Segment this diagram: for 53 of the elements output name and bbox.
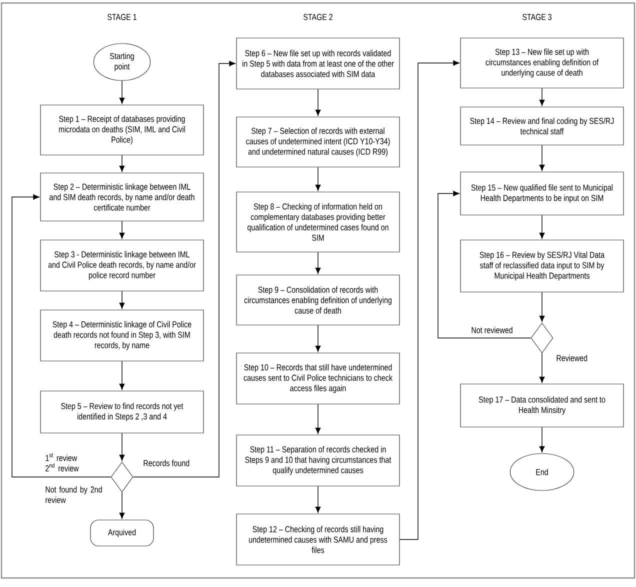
arrow <box>119 154 125 172</box>
terminal-oval: Starting point <box>93 43 151 81</box>
arrow <box>119 80 125 104</box>
process-box: Step 17 – Data consolidated and sent to Health Minsitry <box>460 384 624 428</box>
arrow <box>539 214 545 239</box>
column-heading: STAGE 2 <box>304 14 332 20</box>
process-box: Step 4 – Deterministic linkage of Civil Police death records not found in Step 3, with SIM records, by name <box>40 310 204 362</box>
terminal-oval: End <box>510 453 574 491</box>
arrow <box>438 190 532 338</box>
process-box: Step 15 – New qualified file sent to Municipal Health Departments to be input on SIM <box>460 172 624 216</box>
arrow <box>132 60 236 478</box>
edge-label: Reviewed <box>556 354 588 362</box>
process-box: Step 8 – Checking of information held on complementary databases providing better qualification of undetermined cases found on SIM <box>236 192 400 252</box>
arrow <box>539 292 545 322</box>
process-box: Step 10 – Records that still have undetermined causes sent to Civil Police technicians to check access files again <box>236 352 400 404</box>
arrow <box>539 352 545 383</box>
arrow <box>119 432 125 461</box>
arrow <box>315 324 321 352</box>
arrow <box>119 492 125 519</box>
edge-label: Not found by 2nd review <box>46 486 102 503</box>
arrow <box>315 404 321 434</box>
process-box: Step 2 – Deterministic linkage between IML and SIM death records, by name and/or death certificate number <box>40 172 204 222</box>
rounded-box: Arquived <box>90 520 154 546</box>
process-box: Step 16 – Review by SES/RJ Vital Data staff of reclassified data input to SIM by Municipal Health Departments <box>460 240 624 292</box>
arrow <box>315 486 321 513</box>
arrow <box>539 426 545 452</box>
process-box: Step 6 – New file set up with records validated in Step 5 with data from at least one of the other databases associated with SIM data <box>236 38 400 90</box>
arrow <box>315 252 321 274</box>
arrow <box>399 60 460 540</box>
process-box: Step 7 – Selection of records with external causes of undetermined intent (ICD Y10-Y34) and undetermined natural causes (ICD R99) <box>236 116 400 168</box>
process-box: Step 5 – Review to find records not yet identified in Steps 2 ,3 and 4 <box>40 390 204 434</box>
process-box: Step 9 – Consolidation of records with circumstances enabling definition of underlying cause of death <box>236 274 400 326</box>
process-box: Step 14 – Review and final coding by SES/RJ technical staff <box>460 106 624 146</box>
arrow <box>119 220 125 239</box>
process-box: Step 12 – Checking of records still having undetermined causes with SAMU and press files <box>236 514 400 566</box>
process-box: Step 11 – Separation of records checked in Steps 9 and 10 that having circumstances that qualify undetermined causes <box>236 434 400 486</box>
decision-diamond <box>530 322 554 354</box>
column-heading: STAGE 1 <box>108 14 136 20</box>
arrow <box>12 194 112 478</box>
arrow <box>315 88 321 116</box>
arrow <box>119 290 125 309</box>
process-box: Step 13 – New file set up with circumstances enabling definition of underlying cause of death <box>460 38 624 88</box>
decision-diamond <box>110 462 134 492</box>
arrow <box>539 144 545 171</box>
process-box: Step 1 – Receipt of databases providing microdata on deaths (SIM, IML and Civil Police) <box>40 104 204 156</box>
arrow <box>539 88 545 106</box>
edge-label: Not reviewed <box>472 326 512 334</box>
arrow <box>315 166 321 191</box>
edge-label: 1$^{st}$ review 2$^{nd}$ review <box>46 453 79 472</box>
arrow <box>119 360 125 390</box>
edge-label: Records found <box>144 460 190 466</box>
column-heading: STAGE 3 <box>522 14 552 20</box>
process-box: Step 3 - Deterministic linkage between IML and Civil Police death records, by name and/or police record number <box>40 240 204 292</box>
